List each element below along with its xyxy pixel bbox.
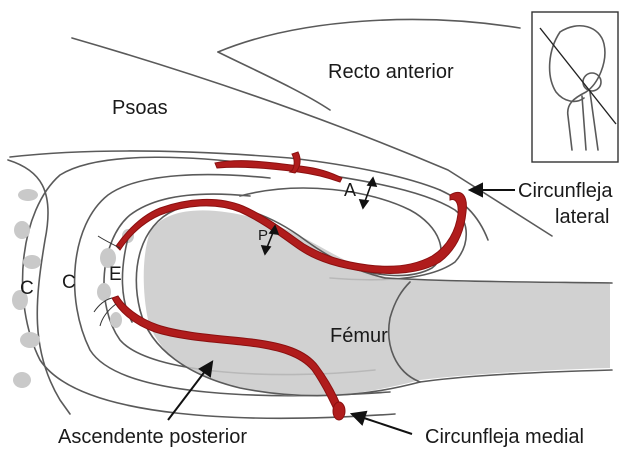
orientation-inset xyxy=(532,12,618,162)
label-femur: Fémur xyxy=(330,325,388,347)
soft-tissue-outlines xyxy=(10,20,552,240)
anterior-branch-artery xyxy=(215,161,342,182)
label-ascendente-posterior: Ascendente posterior xyxy=(58,426,247,448)
label-p: P xyxy=(258,227,268,244)
a-arrow-head-top xyxy=(368,178,376,186)
medial-pointer-line xyxy=(364,418,412,434)
label-psoas: Psoas xyxy=(112,97,168,119)
recto-anterior-tip xyxy=(218,52,330,110)
label-circunfleja-lateral-line2: lateral xyxy=(555,206,609,228)
label-c-outer: C xyxy=(20,278,34,299)
head-twig-1 xyxy=(98,236,120,248)
femur-trabecular-bone xyxy=(144,210,610,396)
label-circunfleja-medial: Circunfleja medial xyxy=(425,426,584,448)
label-a: A xyxy=(344,180,356,200)
medial-pointer-head xyxy=(352,412,366,424)
medial-circumflex-stump xyxy=(333,402,345,420)
posterior-pointer-line xyxy=(168,370,206,420)
recto-anterior-upper-line xyxy=(218,20,520,52)
label-c-inner: C xyxy=(62,272,76,293)
a-arrow-head-bottom xyxy=(360,200,368,208)
label-e: E xyxy=(109,264,122,285)
label-recto-anterior: Recto anterior xyxy=(328,61,454,83)
label-circunfleja-lateral-line1: Circunfleja xyxy=(518,180,613,202)
